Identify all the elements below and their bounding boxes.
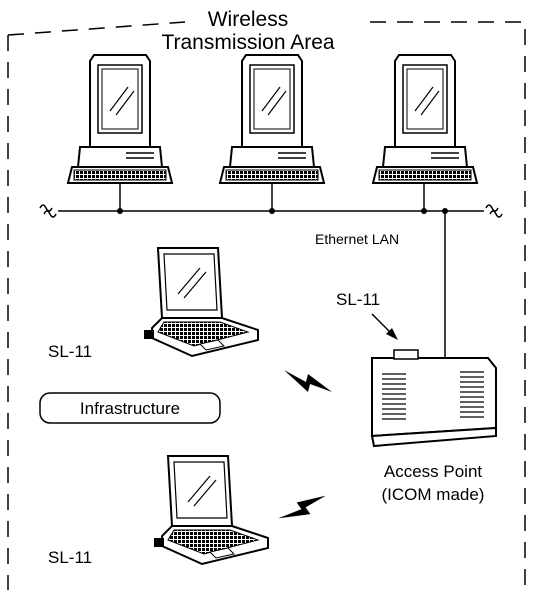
laptop-icon [153,455,269,565]
area-title-line1: Wireless [208,8,289,31]
area-title-line2: Transmission Area [161,31,334,54]
access-point-caption-line1: Access Point [384,462,483,481]
ethernet-label: Ethernet LAN [315,231,399,247]
callout-arrow [371,313,398,340]
infrastructure-mode-box [39,392,221,424]
wireless-signal-icon [278,481,326,533]
desktop-computer-icon [372,54,478,184]
desktop-computer-icon [67,54,173,184]
transmission-area-boundary [7,21,526,590]
laptop-label-upper: SL-11 [48,342,92,361]
laptop-icon [143,247,259,357]
access-point-icon [370,349,497,448]
infrastructure-mode-label: Infrastructure [80,399,180,418]
wireless-signal-icon [284,370,332,392]
access-point-caption-line2: (ICOM made) [382,485,485,504]
access-point-callout-label: SL-11 [336,290,380,309]
desktop-computer-icon [219,54,325,184]
laptop-label-lower: SL-11 [48,548,92,567]
